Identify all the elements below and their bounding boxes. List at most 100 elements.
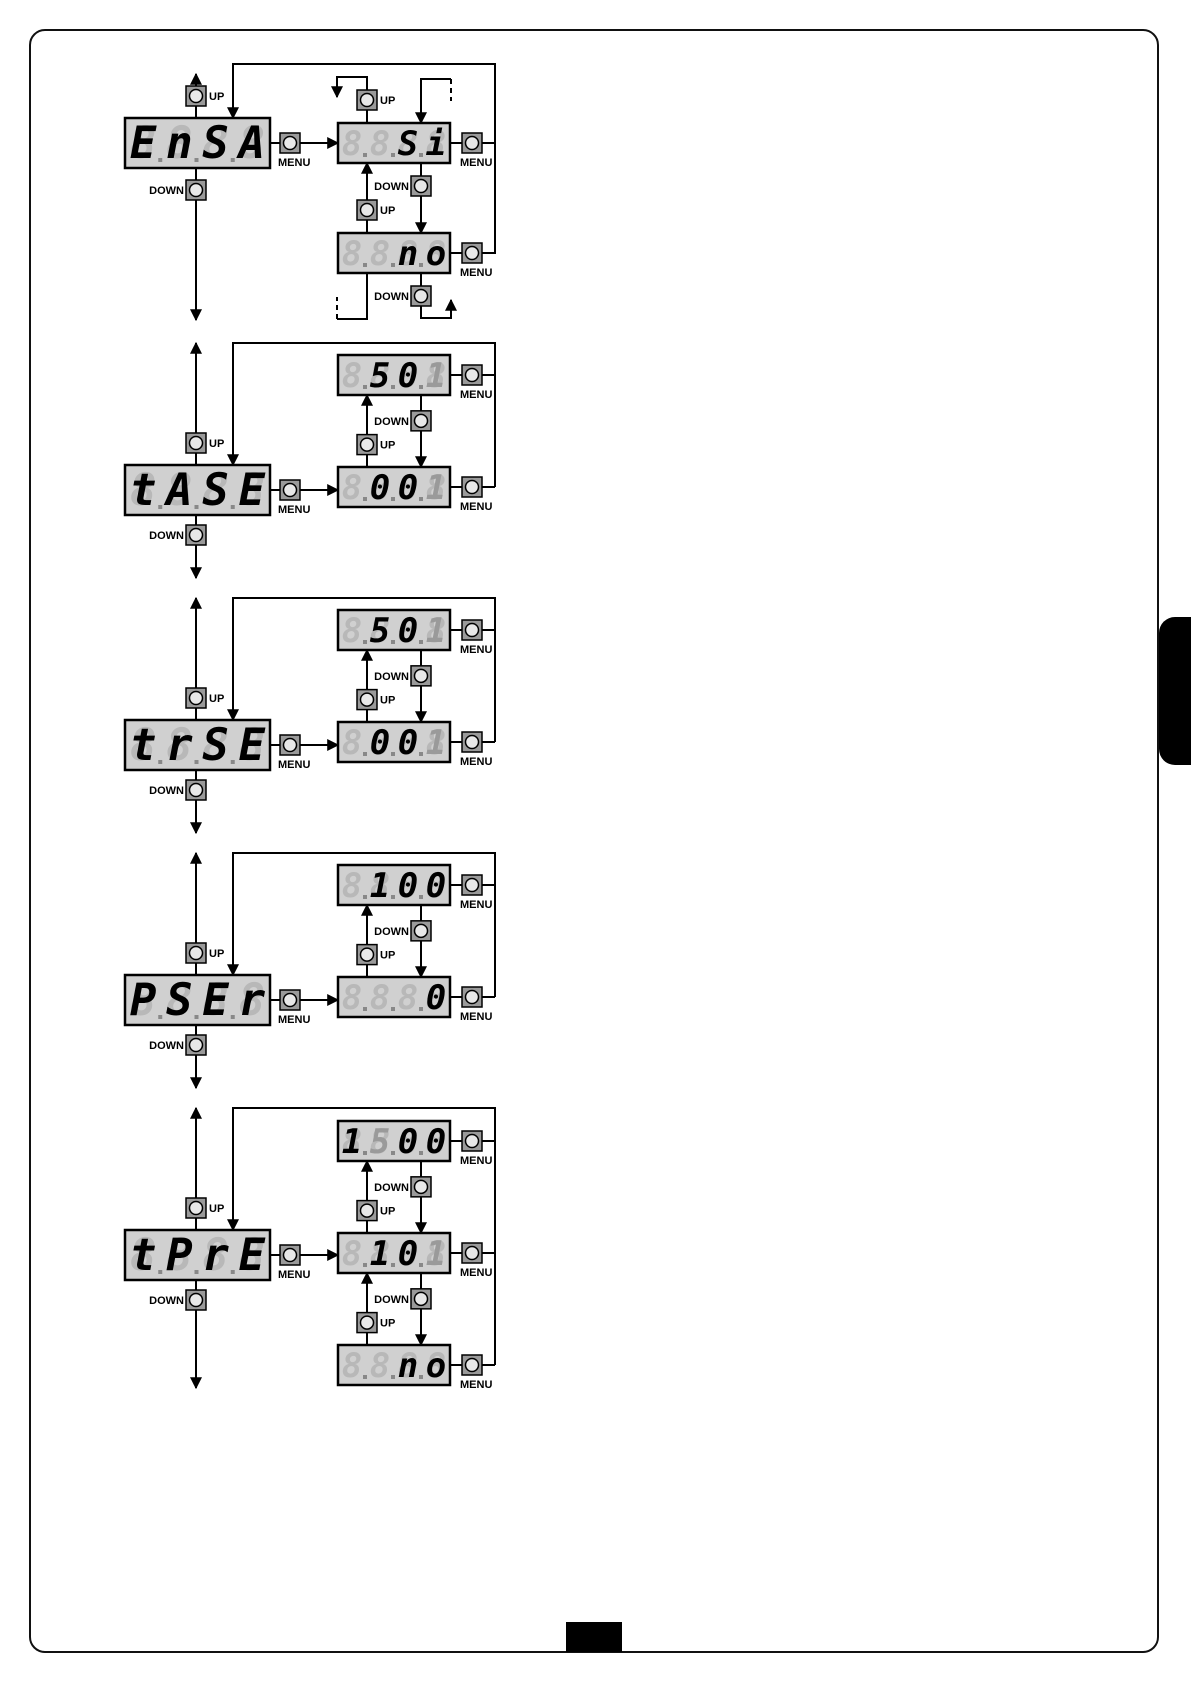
lcd-digit: S [202,465,229,516]
lcd-digit: 0 [426,978,446,1018]
value-down-button: DOWN [374,1288,432,1310]
button-label: MENU [460,267,492,279]
lcd-digit: S [398,124,418,164]
button-label: UP [380,1206,395,1218]
lcd-digit: n [398,1346,418,1386]
down-button: DOWN [149,179,207,201]
menu-button: MENU [460,242,492,279]
lcd-ghost-digit: 8 [370,468,390,508]
lcd-digit: 1 [426,1234,446,1274]
lcd-digit: 0 [398,611,418,651]
lcd-decimal-dot [419,1151,423,1155]
button-circle-icon [359,92,375,108]
lcd-ghost-digit: 8 [130,720,157,771]
loop-arrow [331,76,368,99]
button-label: MENU [460,899,492,911]
button-label: MENU [460,1011,492,1023]
return-arrow [227,852,496,997]
down-button: DOWN [149,779,207,801]
lcd-decimal-dot [158,1015,163,1019]
lcd-decimal-dot [230,1015,235,1019]
lcd-decimal-dot [419,497,423,501]
lcd-decimal-dot [158,158,163,162]
loop-arrow [415,78,451,125]
lcd-ghost-digit: 8 [398,866,418,906]
button-label: MENU [460,389,492,401]
button-label: MENU [278,504,310,516]
button-circle-icon [464,877,480,893]
lcd-ghost-digit: 8 [426,124,446,164]
lcd-digit: P [166,1230,193,1281]
button-circle-icon [282,482,298,498]
lcd-decimal-dot [194,505,199,509]
lcd-frame [336,465,452,509]
lcd-ghost-digit: 8 [342,124,362,164]
button-circle-icon [413,178,429,194]
lcd-decimal-dot [419,640,423,644]
button-circle-icon [464,622,480,638]
lcd-ghost-digit: 8 [202,118,229,169]
lcd-ghost-digit: 8 [370,866,390,906]
lcd-ghost-digit: 8 [166,975,193,1026]
lcd-ghost-digit: 8 [398,468,418,508]
button-label: MENU [278,759,310,771]
lcd-ghost-digit: 8 [202,720,229,771]
lcd-decimal-dot [194,760,199,764]
button-circle-icon [359,1203,375,1218]
lcd-digit: t [130,720,157,771]
lcd-ghost-digit: 8 [398,723,418,763]
page-number-box [566,1622,622,1652]
menu-button: MENU [460,986,492,1023]
down-button: DOWN [149,524,207,546]
menu-button: MENU [460,1130,492,1167]
button-circle-icon [282,992,298,1008]
lcd-digit: 0 [398,1122,418,1162]
button-label: UP [380,95,395,107]
button-label: UP [380,440,395,452]
lcd-ghost-digit: 8 [398,234,418,274]
lcd-ghost-digit: 8 [370,723,390,763]
button-circle-icon [413,413,429,429]
lcd-ghost-digit: 8 [342,356,362,396]
button-circle-icon [188,690,204,706]
button-label: MENU [460,157,492,169]
button-circle-icon [188,945,204,961]
lcd-ghost-digit: 8 [398,124,418,164]
menu-button: MENU [278,734,310,771]
lcd-digit: A [163,465,193,516]
button-label: UP [209,1203,224,1215]
lcd-ghost-digit: 8 [202,465,229,516]
lcd-digit: 1 [426,723,446,763]
return-arrow [227,597,496,742]
lcd-ghost-digit: 8 [166,465,193,516]
lcd-ghost-digit: 8 [426,356,446,396]
lcd-digit: r [202,1230,229,1281]
lcd-decimal-dot [391,1263,395,1267]
button-label: DOWN [374,926,409,938]
lcd-digit: t [130,1230,157,1281]
lcd-decimal-dot [391,153,395,157]
lcd-decimal-dot [363,385,367,389]
lcd-ghost-digit: 8 [426,1122,446,1162]
button-label: MENU [460,501,492,513]
button-label: DOWN [149,1040,184,1052]
button-circle-icon [188,435,204,451]
lcd-decimal-dot [419,1375,423,1379]
lcd-decimal-dot [419,895,423,899]
button-label: MENU [278,157,310,169]
lcd-ghost-digit: 8 [342,723,362,763]
button-circle-icon [359,947,375,962]
page-frame [29,29,1159,1653]
lcd-digit: S [166,975,193,1026]
lcd-ghost-digit: 8 [370,1122,390,1162]
menu-button: MENU [460,874,492,911]
lcd-digit: r [239,975,266,1026]
button-circle-icon [413,288,429,304]
lcd-frame [336,1343,452,1387]
